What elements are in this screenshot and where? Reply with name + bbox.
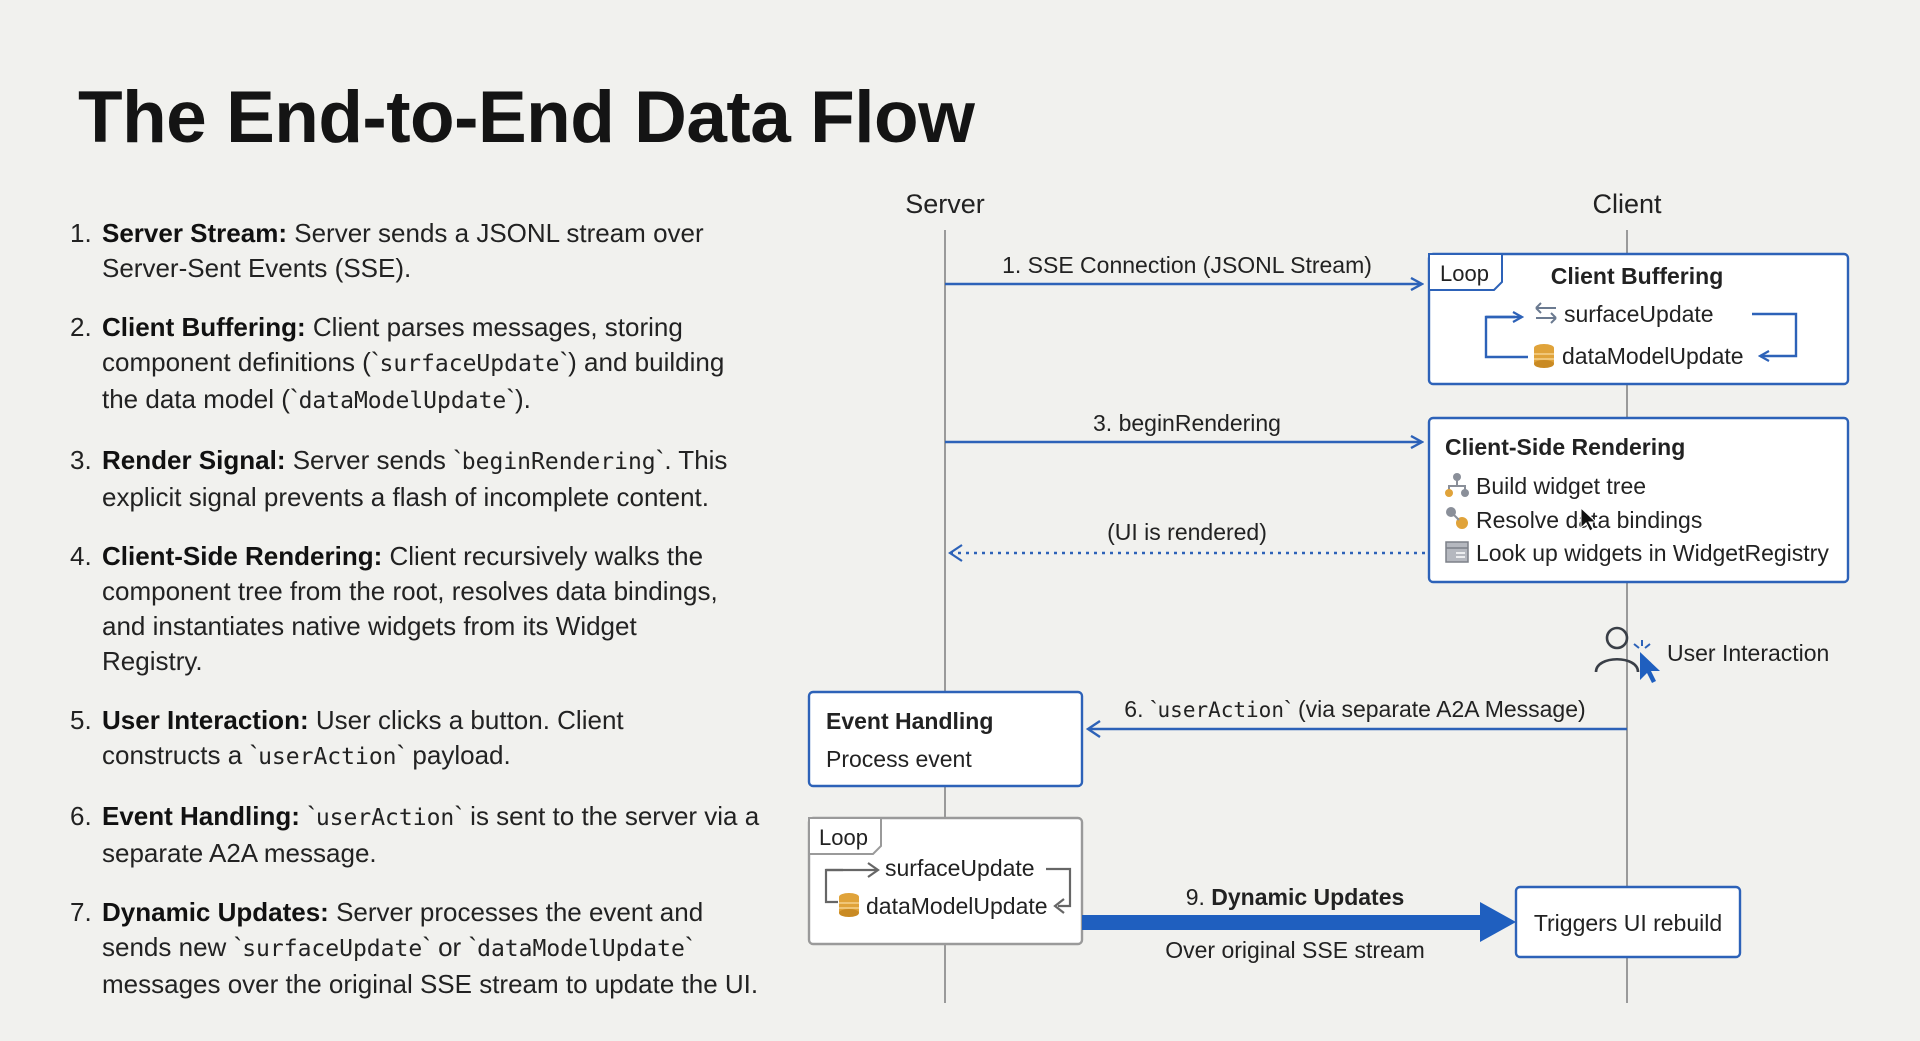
loop-right-arrow [1752,312,1798,356]
server-loop-box: Loop surfaceUpdate dataModelUpdate [807,816,1084,946]
database-icon [839,893,859,917]
user-interaction-label: User Interaction [1667,640,1829,666]
event-handling-title: Event Handling [826,708,993,734]
step-heading: Event Handling: [102,801,300,831]
client-buffering-title: Client Buffering [1551,263,1724,289]
step-number: 5. [70,705,92,735]
loop-tag: Loop [1440,261,1489,286]
step-heading: Server Stream: [102,218,287,248]
step-number: 1. [70,218,92,248]
build-widget-tree-item: Build widget tree [1476,473,1646,499]
step-heading: Client Buffering: [102,312,306,342]
step-6: 6. Event Handling: `userAction` is sent … [70,799,770,871]
msg-dynamic-updates-label: 9. Dynamic Updates [1186,884,1405,910]
surface-update-item: surfaceUpdate [1564,301,1714,327]
step-heading: User Interaction: [102,705,309,735]
step-number: 6. [70,801,92,831]
data-model-update-item: dataModelUpdate [1562,343,1744,369]
msg-user-action-label: 6. `userAction` (via separate A2A Messag… [1124,696,1585,722]
widget-tree-icon [1445,473,1469,497]
page-title: The End-to-End Data Flow [78,77,975,158]
step-number: 7. [70,897,92,927]
client-lane-label: Client [1592,189,1662,219]
step-3: 3. Render Signal: Server sends `beginRen… [70,443,770,515]
user-click-icon [1594,626,1660,683]
msg-begin-rendering-label: 3. beginRendering [1093,410,1281,436]
msg-dynamic-updates-arrow [1082,915,1482,930]
user-interaction: User Interaction [1594,626,1829,683]
loop-right-arrow [1046,867,1072,908]
step-heading: Dynamic Updates: [102,897,329,927]
msg-ui-rendered-label: (UI is rendered) [1107,519,1267,545]
event-handling-box: Event Handling Process event [807,690,1084,788]
look-up-widgets-item: Look up widgets in WidgetRegistry [1476,540,1829,566]
step-number: 4. [70,541,92,571]
msg-dynamic-updates-sub: Over original SSE stream [1165,937,1424,963]
data-model-update-item: dataModelUpdate [866,893,1048,919]
step-heading: Render Signal: [102,445,286,475]
server-lane-label: Server [905,189,985,219]
surface-update-item: surfaceUpdate [885,855,1035,881]
registry-icon [1445,541,1469,563]
step-number: 2. [70,312,92,342]
data-binding-icon [1446,507,1468,529]
database-icon [1534,344,1554,368]
step-number: 3. [70,445,92,475]
mouse-cursor-icon [1580,506,1598,532]
triggers-ui-rebuild-box: Triggers UI rebuild [1514,885,1742,959]
swap-arrows-icon [1535,302,1557,324]
client-rendering-box: Client-Side Rendering Build widget tree … [1427,416,1850,584]
step-5: 5. User Interaction: User clicks a butto… [70,703,770,775]
client-rendering-title: Client-Side Rendering [1445,434,1685,460]
step-7: 7. Dynamic Updates: Server processes the… [70,895,770,1002]
steps-list: 1. Server Stream: Server sends a JSONL s… [70,216,770,1026]
loop-tag: Loop [819,825,868,850]
msg-sse-connection-label: 1. SSE Connection (JSONL Stream) [1002,252,1372,278]
process-event-item: Process event [826,746,972,772]
step-4: 4. Client-Side Rendering: Client recursi… [70,539,770,679]
step-2: 2. Client Buffering: Client parses messa… [70,310,770,419]
triggers-ui-rebuild-label: Triggers UI rebuild [1534,910,1722,936]
step-1: 1. Server Stream: Server sends a JSONL s… [70,216,770,286]
client-buffering-box: Loop Client Buffering surfaceUpdate data… [1427,252,1850,386]
step-heading: Client-Side Rendering: [102,541,383,571]
